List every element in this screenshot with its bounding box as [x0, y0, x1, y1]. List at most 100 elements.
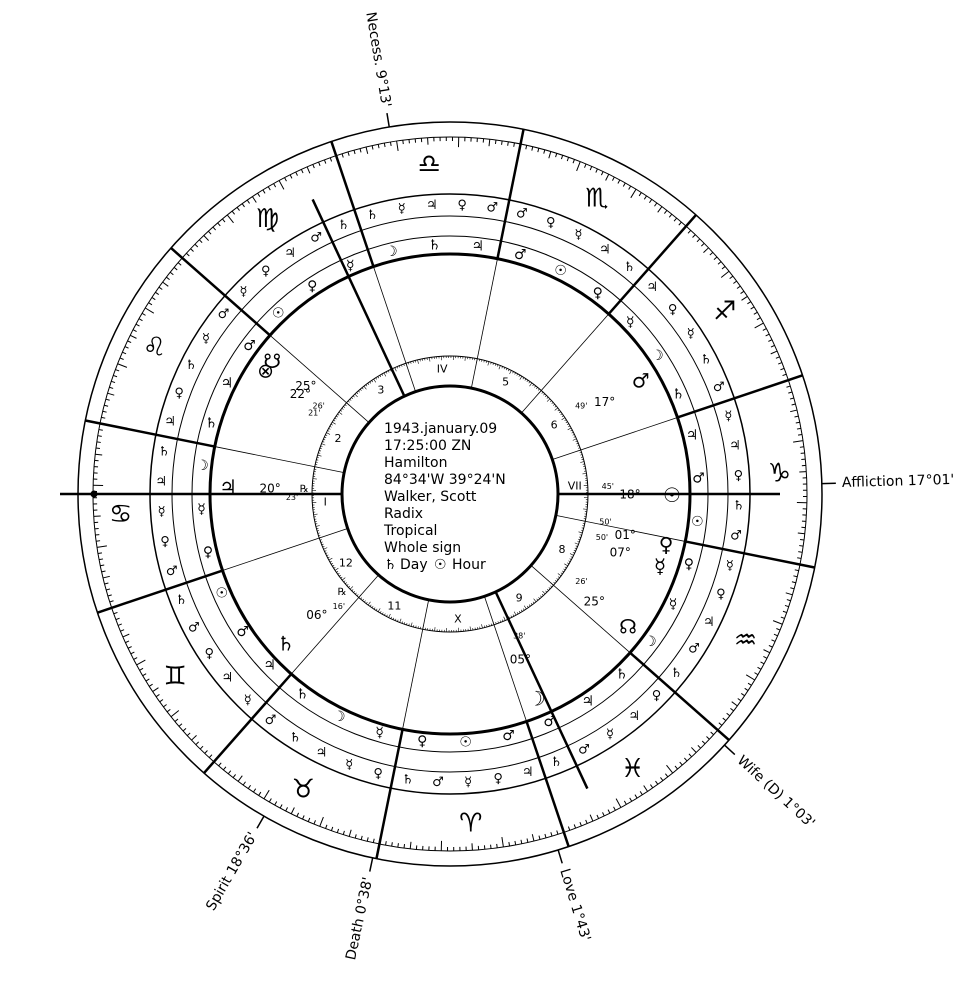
- inner-degree-tick: [494, 363, 497, 366]
- jupiter-term-icon: ♃: [599, 242, 611, 257]
- inner-degree-tick: [488, 624, 490, 627]
- degree-tick: [141, 312, 146, 316]
- inner-degree-tick: [399, 618, 402, 623]
- jupiter-face-icon: ♃: [582, 693, 595, 709]
- inner-degree-tick: [582, 473, 587, 475]
- degree-tick: [692, 234, 696, 238]
- degree-tick: [273, 183, 277, 188]
- inner-degree-tick: [331, 562, 334, 565]
- term-divider: [482, 770, 485, 792]
- inner-degree-tick: [315, 525, 320, 527]
- south-node-icon: ☋: [263, 349, 281, 373]
- inner-degree-tick: [561, 417, 566, 421]
- inner-degree-tick: [394, 618, 397, 621]
- degree-tick: [173, 267, 178, 271]
- degree-tick: [556, 830, 559, 835]
- info-date: 1943.january.09: [384, 421, 497, 437]
- inner-degree-tick: [514, 372, 516, 375]
- part-of-fortune-icon: ⊗: [257, 359, 274, 383]
- degree-tick: [721, 266, 726, 270]
- inner-degree-tick: [351, 397, 354, 400]
- term-divider: [157, 555, 178, 560]
- mercury-term-icon: ☿: [606, 727, 614, 742]
- degree-tick: [785, 592, 793, 596]
- degree-tick: [660, 777, 664, 781]
- inner-degree-tick: [538, 597, 541, 599]
- degree-tick: [797, 433, 803, 436]
- inner-degree-tick: [521, 609, 523, 612]
- degree-tick: [655, 780, 659, 785]
- term-divider: [151, 466, 173, 468]
- degree-tick: [296, 812, 300, 817]
- degree-tick: [130, 334, 137, 339]
- degree-tick: [222, 218, 226, 223]
- term-divider: [192, 636, 211, 647]
- inner-degree-tick: [377, 608, 381, 612]
- degree-tick: [130, 651, 135, 655]
- degree-tick: [127, 646, 132, 649]
- inner-degree-tick: [522, 377, 525, 380]
- degree-tick: [166, 708, 171, 713]
- degree-tick: [508, 841, 511, 847]
- mars-term-icon: ♂: [486, 201, 498, 216]
- inner-degree-tick: [403, 363, 405, 366]
- inner-degree-tick: [548, 587, 551, 590]
- degree-tick: [111, 380, 116, 384]
- capricorn-icon: ♑: [768, 458, 791, 488]
- hour-label: Hour: [452, 557, 486, 573]
- lot-lines: [256, 113, 836, 872]
- degree-tick: [102, 410, 107, 413]
- degree-tick: [397, 843, 399, 848]
- degree-tick: [798, 551, 803, 553]
- degree-tick: [212, 226, 217, 231]
- sun-face-icon: ☉: [691, 514, 704, 530]
- house-cusp-line: [470, 258, 498, 389]
- degree-tick: [754, 672, 759, 676]
- degree-tick: [740, 693, 745, 697]
- venus-face-icon: ♀: [203, 545, 213, 561]
- face-divider: [673, 582, 708, 596]
- inner-degree-tick: [377, 376, 379, 379]
- venus-face-icon: ♀: [684, 556, 694, 572]
- degree-tick: [589, 814, 594, 822]
- inner-degree-tick: [383, 372, 387, 377]
- inner-degree-tick: [576, 442, 579, 445]
- inner-degree-tick: [518, 374, 521, 377]
- degree-tick: [142, 673, 147, 677]
- degree-tick: [572, 159, 575, 164]
- sign-boundary-virgo: [170, 247, 271, 337]
- inner-degree-tick: [501, 619, 504, 622]
- degree-tick: [494, 139, 497, 145]
- north-node-minute: 26': [575, 577, 587, 586]
- degree-ticks: [93, 137, 807, 851]
- degree-tick: [119, 357, 124, 360]
- mercury-term-icon: ☿: [398, 202, 406, 217]
- degree-tick: [98, 429, 103, 431]
- wife-lot-tick: [723, 744, 736, 756]
- inner-degree-tick: [321, 543, 324, 546]
- degree-tick: [768, 339, 773, 342]
- inner-degree-tick: [529, 382, 533, 387]
- degree-tick: [120, 629, 125, 632]
- sign-boundary-libra: [330, 141, 375, 267]
- mars-term-icon: ♂: [265, 713, 277, 728]
- inner-degree-tick: [364, 600, 366, 603]
- inner-degree-tick: [375, 608, 378, 611]
- degree-tick: [391, 842, 393, 847]
- degree-tick: [366, 837, 369, 842]
- jupiter-face-icon: ♃: [263, 658, 276, 674]
- inner-degree-tick: [333, 419, 336, 422]
- inner-degree-tick: [333, 567, 336, 569]
- face-divider: [277, 277, 301, 307]
- sign-glyphs: ♈♉♊♋♌♍♎♏♐♑♒♓: [109, 150, 791, 839]
- saturn-icon: ♄: [277, 631, 295, 655]
- degree-tick: [756, 317, 761, 321]
- degree-tick: [657, 206, 663, 213]
- degree-tick: [105, 398, 110, 401]
- inner-degree-tick: [328, 428, 331, 430]
- degree-tick: [664, 773, 669, 778]
- term-divider: [331, 749, 340, 769]
- inner-degree-tick: [413, 625, 415, 628]
- inner-degree-tick: [356, 594, 359, 597]
- degree-tick: [145, 678, 150, 682]
